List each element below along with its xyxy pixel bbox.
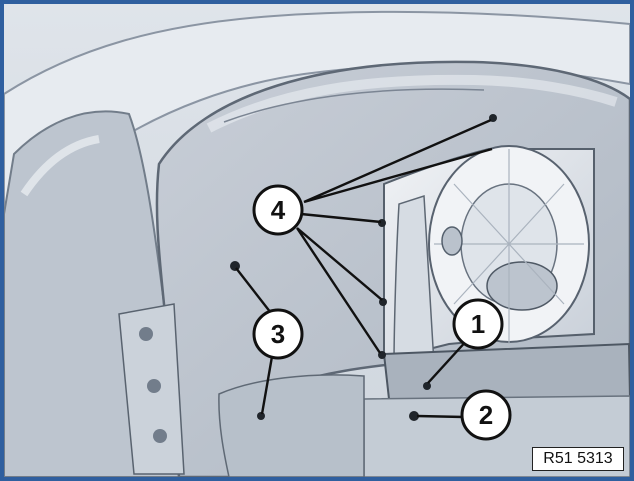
fender-highlight <box>20 135 100 197</box>
fastener-1 <box>423 382 431 390</box>
callout-4: 4 <box>252 184 304 236</box>
callout-label-4: 4 <box>271 195 286 225</box>
callout-1: 1 <box>452 298 504 350</box>
arch-highlight <box>206 74 618 133</box>
callout-label-2: 2 <box>479 400 493 430</box>
callout-3: 3 <box>252 308 304 360</box>
callout-circle <box>452 298 504 350</box>
arch-groove <box>223 88 485 123</box>
wheel-arch-illustration: 4 3 1 2 <box>4 4 630 477</box>
leader-line-2 <box>416 414 465 419</box>
side-panel <box>393 194 435 365</box>
lower-crossmember <box>382 342 630 400</box>
figure-reference-code: R51 5313 <box>532 447 624 471</box>
spare-wheel-hub <box>486 261 558 311</box>
callout-label-1: 1 <box>471 309 485 339</box>
callout-circle <box>252 184 304 236</box>
mounting-eye <box>441 226 463 256</box>
bracket-hole <box>147 379 161 393</box>
leader-line-4-lower <box>296 227 383 354</box>
leader-line-4-middle <box>300 212 382 224</box>
callout-label-3: 3 <box>271 319 285 349</box>
leader-line-4-upper <box>303 118 493 204</box>
bracket-hole <box>139 327 153 341</box>
callout-circle <box>460 389 512 441</box>
bracket-hole <box>153 429 167 443</box>
callout-2: 2 <box>460 389 512 441</box>
lower-arch-support <box>218 374 365 477</box>
leader-line-1 <box>427 337 470 384</box>
spare-wheel-ribs <box>434 149 584 344</box>
callout-circle <box>252 308 304 360</box>
fastener-2 <box>409 411 419 421</box>
